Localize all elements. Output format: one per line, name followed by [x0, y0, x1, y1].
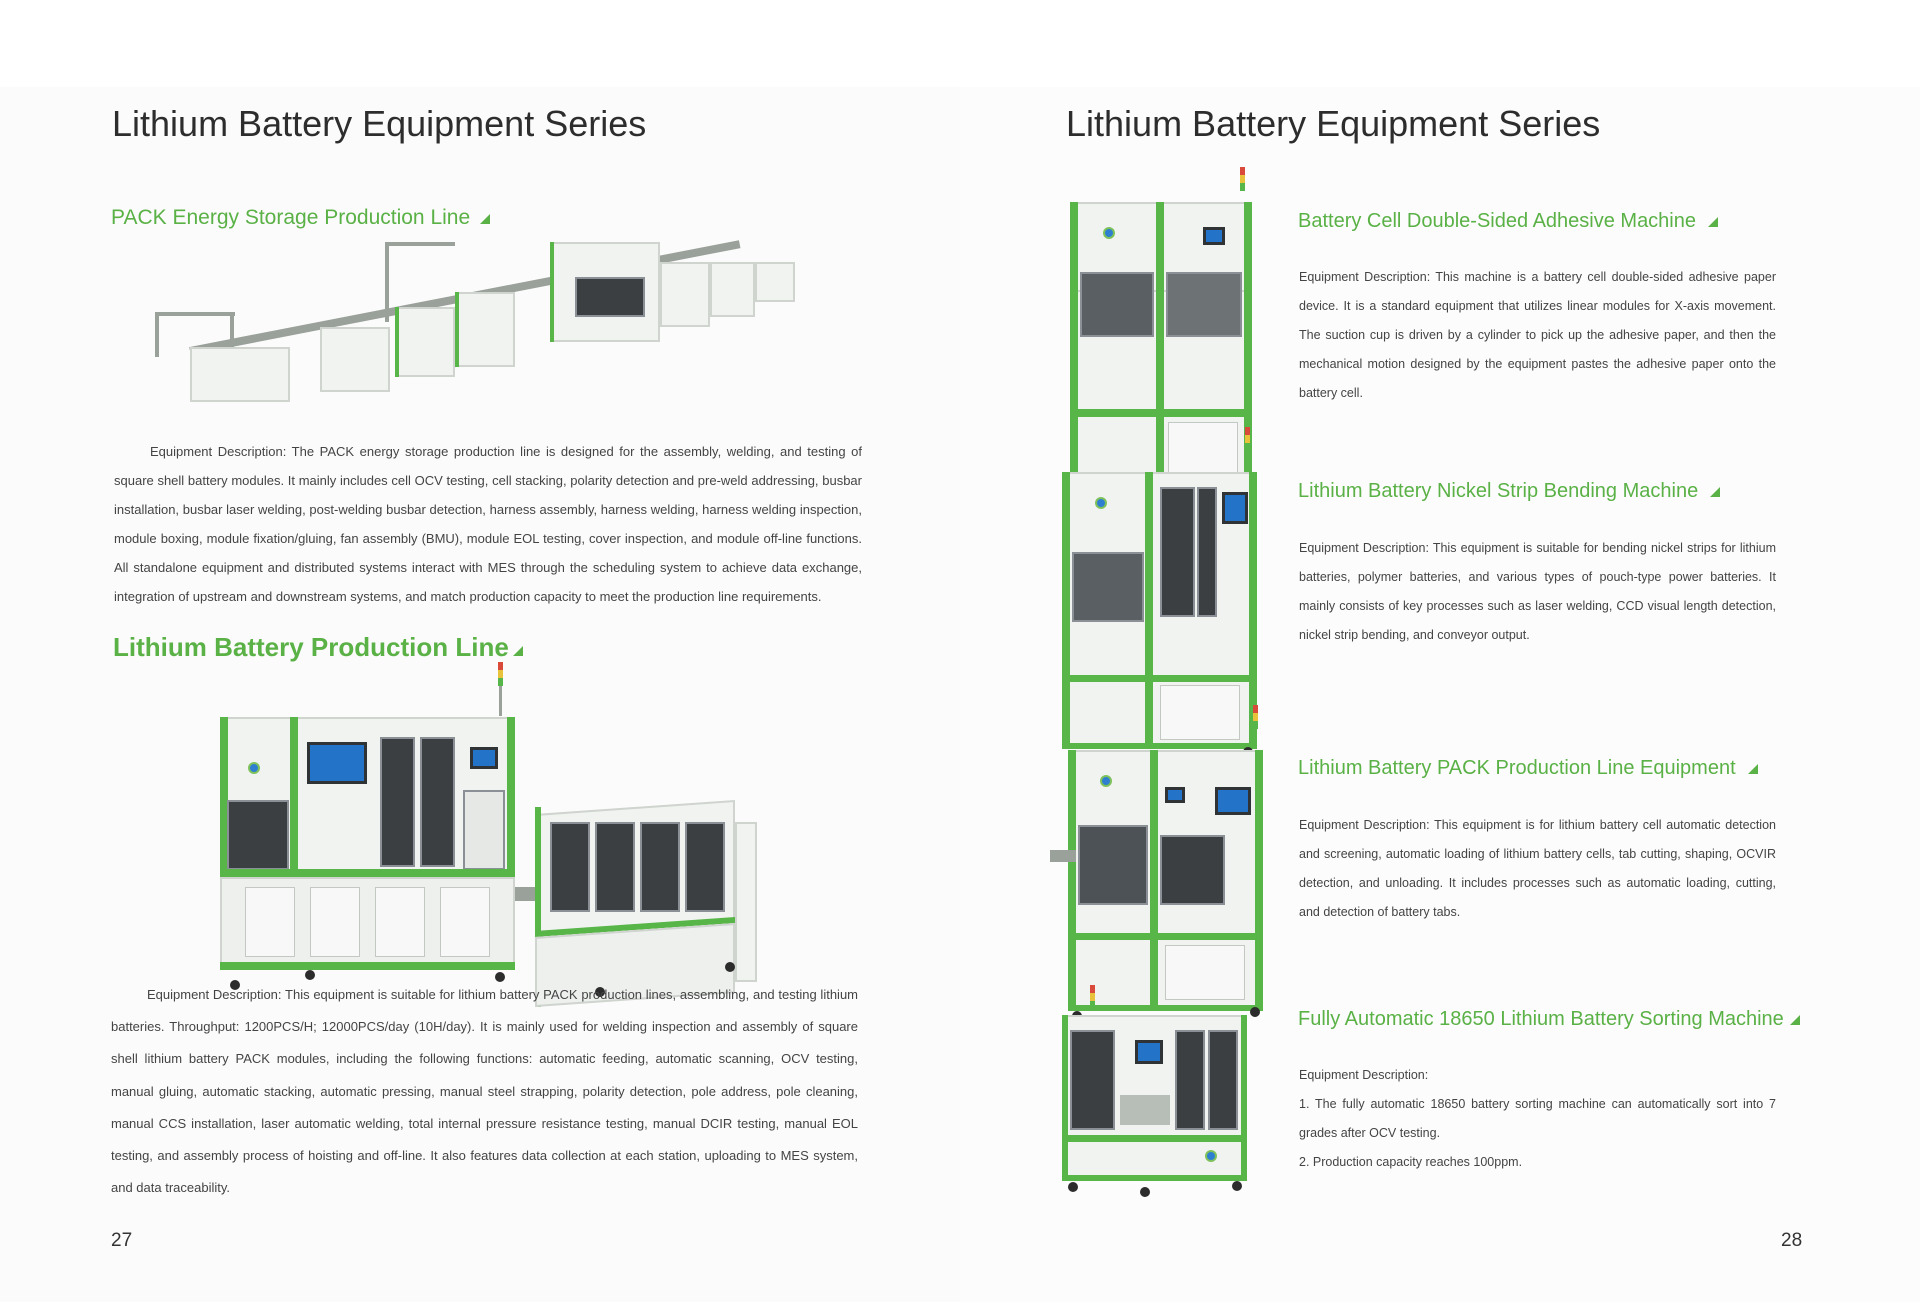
page-number: 28 [1781, 1230, 1803, 1251]
logo-icon [1095, 497, 1107, 509]
lithium-battery-production-line-image [215, 662, 760, 1047]
double-sided-adhesive-machine-image [1068, 167, 1263, 502]
section-description-18650-sorting-machine: Equipment Description: 1. The fully auto… [1299, 1061, 1776, 1177]
section-heading-pack-energy-storage: PACK Energy Storage Production Line [111, 206, 491, 230]
triangle-marker-icon [480, 214, 491, 224]
triangle-marker-icon [1747, 764, 1758, 774]
description-item: 1. The fully automatic 18650 battery sor… [1299, 1097, 1776, 1140]
logo-icon [248, 762, 260, 774]
section-description-pack-production-line-equipment: Equipment Description: This equipment is… [1299, 818, 1776, 919]
page-title: Lithium Battery Equipment Series [1066, 103, 1601, 144]
triangle-marker-icon [1708, 217, 1718, 227]
section-heading-lithium-battery-production-line: Lithium Battery Production Line [113, 632, 523, 663]
page-title: Lithium Battery Equipment Series [112, 103, 647, 144]
description-item: 2. Production capacity reaches 100ppm. [1299, 1155, 1523, 1169]
section-heading-double-sided-adhesive: Battery Cell Double-Sided Adhesive Machi… [1298, 210, 1718, 233]
section-heading-nickel-strip-bending: Lithium Battery Nickel Strip Bending Mac… [1298, 480, 1721, 503]
triangle-marker-icon [1789, 1015, 1800, 1025]
section-description-double-sided-adhesive: Equipment Description: This machine is a… [1299, 270, 1776, 400]
triangle-marker-icon [1710, 487, 1721, 497]
nickel-strip-bending-machine-image [1060, 427, 1260, 777]
section-heading-18650-sorting-machine: Fully Automatic 18650 Lithium Battery So… [1298, 1008, 1800, 1031]
logo-icon [1103, 227, 1115, 239]
left-page: Lithium Battery Equipment Series PACK En… [0, 87, 960, 1302]
pack-energy-storage-line-image [150, 232, 800, 407]
pack-production-line-equipment-image [1050, 705, 1265, 1060]
triangle-marker-icon [512, 646, 523, 656]
section-description-pack-energy-storage: Equipment Description: The PACK energy s… [114, 444, 862, 604]
section-description-lithium-battery-production-line: Equipment Description: This equipment is… [111, 987, 858, 1196]
logo-icon [1100, 775, 1112, 787]
logo-icon [1205, 1150, 1217, 1162]
page-number: 27 [111, 1230, 133, 1251]
right-page: Lithium Battery Equipment Series Battery… [960, 87, 1920, 1302]
18650-sorting-machine-image [1060, 985, 1250, 1285]
section-description-nickel-strip-bending: Equipment Description: This equipment is… [1299, 541, 1776, 642]
section-heading-pack-production-line-equipment: Lithium Battery PACK Production Line Equ… [1298, 757, 1758, 780]
